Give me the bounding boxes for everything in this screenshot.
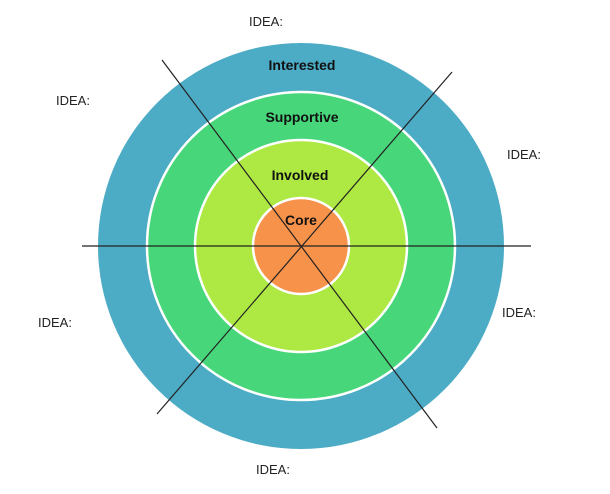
ring-label-involved: Involved	[272, 167, 329, 183]
idea-label-top: IDEA:	[249, 14, 283, 29]
idea-label-bottom: IDEA:	[256, 462, 290, 477]
idea-label-lower-right: IDEA:	[502, 305, 536, 320]
ring-label-core: Core	[285, 212, 317, 228]
idea-label-upper-left: IDEA:	[56, 93, 90, 108]
divider-line-diagonal-left	[161, 59, 438, 429]
ring-label-interested: Interested	[269, 57, 336, 73]
idea-label-upper-right: IDEA:	[507, 147, 541, 162]
divider-line-diagonal-right	[156, 71, 453, 415]
idea-label-lower-left: IDEA:	[38, 315, 72, 330]
ring-label-supportive: Supportive	[265, 109, 338, 125]
